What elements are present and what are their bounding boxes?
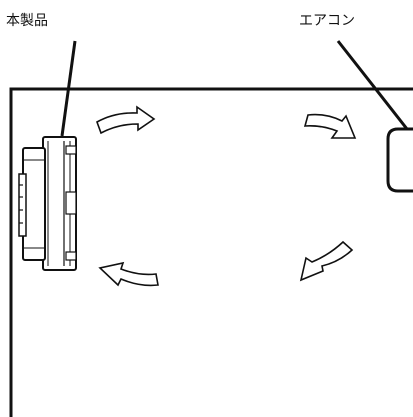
aircon-unit-icon [386, 127, 413, 193]
product-device-icon [18, 136, 77, 271]
room-outline [9, 87, 413, 417]
airflow-arrow-bottom-right [299, 240, 354, 282]
airflow-arrow-top-left [96, 105, 156, 135]
product-leader-line [60, 40, 77, 137]
airflow-arrow-bottom-left [98, 261, 159, 287]
aircon-leader-line [336, 40, 409, 130]
aircon-label: エアコン [299, 13, 355, 29]
airflow-arrow-top-right [303, 113, 357, 139]
product-label: 本製品 [6, 13, 48, 29]
